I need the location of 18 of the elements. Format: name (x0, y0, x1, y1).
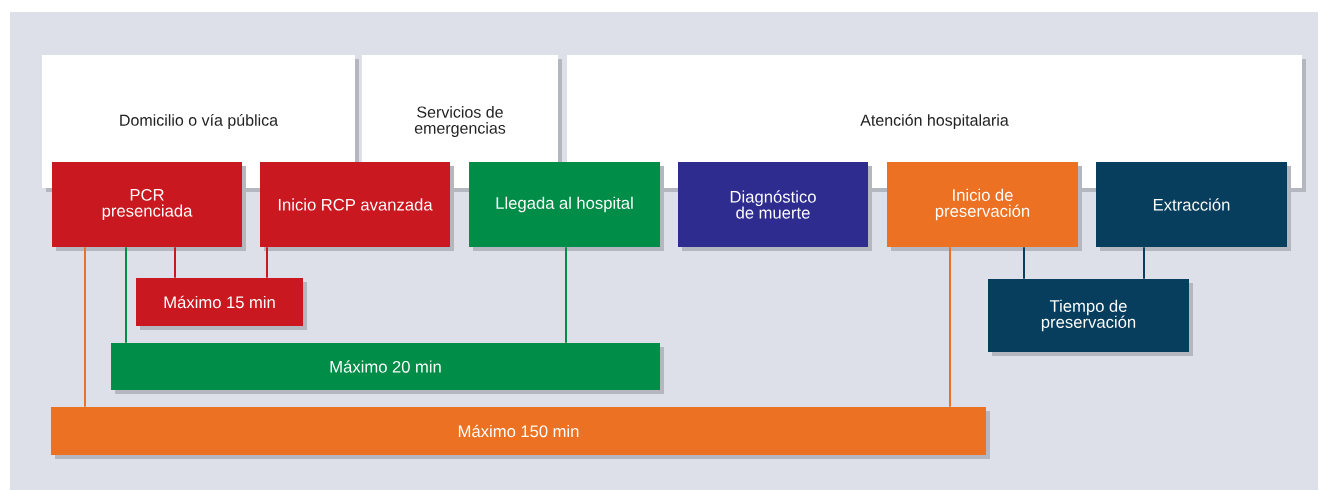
event-box: Inicio de preservación (887, 162, 1082, 251)
connector-line (1023, 246, 1025, 280)
time-bar: Máximo 15 min (136, 278, 307, 330)
event-box: Extracción (1096, 162, 1291, 251)
event-box: PCR presenciada (52, 162, 246, 251)
connector-line (84, 246, 86, 408)
connector-line (949, 246, 951, 408)
time-bar: Máximo 150 min (51, 407, 990, 459)
connector-line (565, 246, 567, 344)
time-bar: Máximo 20 min (111, 343, 664, 394)
time-box: Tiempo de preservación (988, 279, 1193, 356)
connector-line (266, 246, 268, 279)
event-box: Diagnóstico de muerte (678, 162, 872, 251)
connector-line (174, 246, 176, 279)
connector-line (125, 246, 127, 344)
connector-line (1143, 246, 1145, 280)
event-box: Llegada al hospital (469, 162, 664, 251)
event-box: Inicio RCP avanzada (260, 162, 454, 251)
